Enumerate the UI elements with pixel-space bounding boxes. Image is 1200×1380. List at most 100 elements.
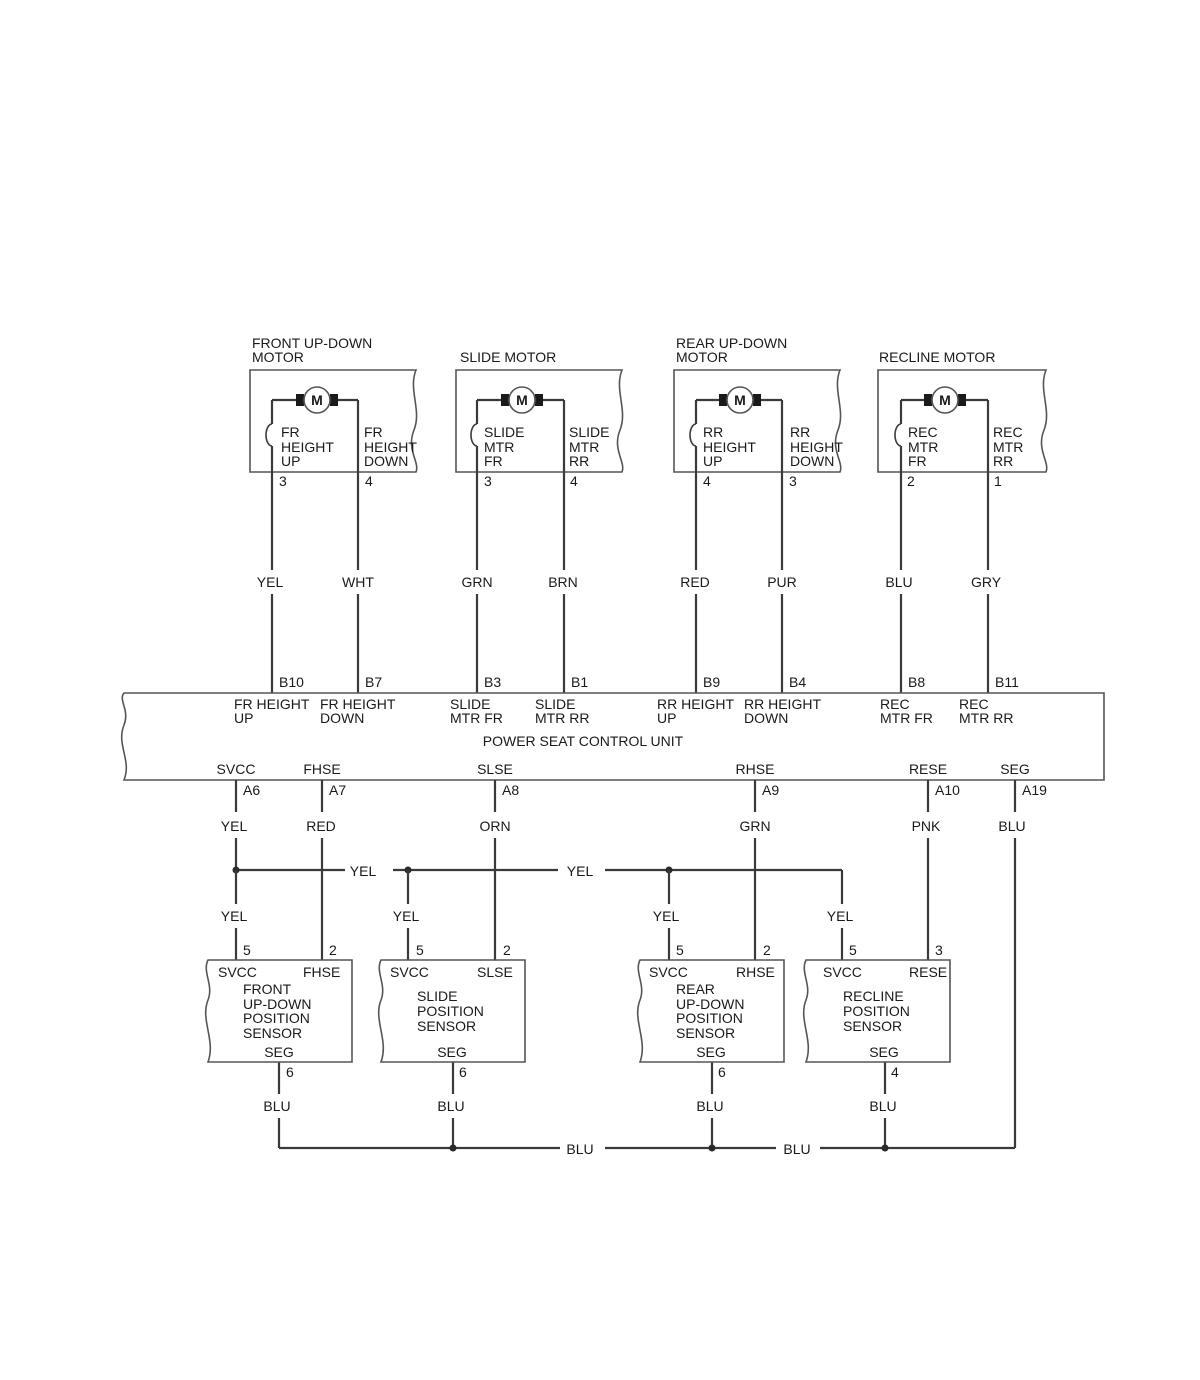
wire-color: YEL — [221, 908, 248, 924]
svg-text:SLSE: SLSE — [477, 964, 513, 980]
pin-number: 2 — [503, 942, 511, 958]
sensor-name: SENSOR — [417, 1018, 476, 1034]
svg-text:UP: UP — [703, 453, 722, 469]
svg-text:RR HEIGHT: RR HEIGHT — [744, 696, 821, 712]
terminal-id: A9 — [762, 782, 779, 798]
thermal-breaker-icon — [894, 423, 902, 447]
terminal-id: B8 — [908, 674, 925, 690]
svg-text:SVCC: SVCC — [390, 964, 429, 980]
svg-text:REC: REC — [959, 696, 989, 712]
svg-text:M: M — [311, 392, 323, 408]
svg-text:SVCC: SVCC — [649, 964, 688, 980]
pin-number: 4 — [703, 473, 711, 489]
wire-color: YEL — [257, 574, 284, 590]
sensor-housing — [204, 959, 353, 1063]
pin-number: 4 — [570, 473, 578, 489]
svg-text:REC: REC — [993, 424, 1023, 440]
sensor-name: POSITION — [417, 1003, 484, 1019]
motor-title: REAR UP-DOWN — [676, 335, 787, 351]
svg-text:RR: RR — [569, 453, 589, 469]
wire-color: YEL — [653, 908, 680, 924]
svg-text:MTR FR: MTR FR — [880, 710, 933, 726]
sensor-housing — [802, 959, 951, 1063]
wire-color: GRN — [739, 818, 770, 834]
svg-text:M: M — [516, 392, 528, 408]
svg-text:RHSE: RHSE — [736, 761, 775, 777]
sensor-recline: 5 3 SVCC RESE RECLINE POSITION SENSOR SE… — [802, 942, 951, 1080]
junction-dot — [881, 1144, 889, 1152]
terminal-id: B9 — [703, 674, 720, 690]
motor-icon — [508, 386, 536, 414]
svg-text:SVCC: SVCC — [217, 761, 256, 777]
terminal-id: B11 — [995, 674, 1019, 690]
terminal-id: A19 — [1022, 782, 1047, 798]
svg-text:M: M — [734, 392, 746, 408]
svg-text:HEIGHT: HEIGHT — [281, 439, 334, 455]
svg-text:FR: FR — [281, 424, 300, 440]
sensor-name: POSITION — [676, 1010, 743, 1026]
motor-housing — [455, 369, 624, 473]
motor-housing — [877, 369, 1048, 473]
terminal-id: B4 — [789, 674, 806, 690]
svg-text:M: M — [939, 392, 951, 408]
lower-wiring: YEL RED ORN GRN PNK BLU YEL YEL YEL — [221, 780, 1026, 1157]
svg-text:RR: RR — [993, 453, 1013, 469]
svg-text:RR: RR — [790, 424, 810, 440]
svg-text:SEG: SEG — [869, 1044, 899, 1060]
pin-number: 3 — [935, 942, 943, 958]
svg-text:RHSE: RHSE — [736, 964, 775, 980]
pin-number: 5 — [676, 942, 684, 958]
terminal-id: A6 — [243, 782, 260, 798]
svg-text:UP: UP — [234, 710, 253, 726]
svg-text:MTR: MTR — [993, 439, 1023, 455]
svg-text:MTR FR: MTR FR — [450, 710, 503, 726]
svg-text:RESE: RESE — [909, 761, 947, 777]
pin-number: 3 — [279, 473, 287, 489]
terminal-id: B1 — [571, 674, 588, 690]
wire-color: BLU — [885, 574, 912, 590]
wire-color: YEL — [393, 908, 420, 924]
svg-text:SVCC: SVCC — [218, 964, 257, 980]
svg-text:UP: UP — [281, 453, 300, 469]
thermal-breaker-icon — [265, 423, 273, 447]
svg-text:RESE: RESE — [909, 964, 947, 980]
svg-text:HEIGHT: HEIGHT — [790, 439, 843, 455]
svg-text:SLIDE: SLIDE — [484, 424, 524, 440]
wire-color: BLU — [437, 1098, 464, 1114]
svg-text:DOWN: DOWN — [790, 453, 834, 469]
terminal-id: B7 — [365, 674, 382, 690]
pin-number: 2 — [763, 942, 771, 958]
svg-text:FR: FR — [364, 424, 383, 440]
wire-color: BLU — [869, 1098, 896, 1114]
motor-title: MOTOR — [676, 349, 728, 365]
sensor-name: POSITION — [843, 1003, 910, 1019]
motor-slide: SLIDE MOTOR M SLIDE MTR FR SLIDE MTR RR … — [455, 349, 624, 693]
pin-number: 5 — [416, 942, 424, 958]
pin-number: 2 — [907, 473, 915, 489]
wire-color: ORN — [479, 818, 510, 834]
sensor-name: SENSOR — [243, 1025, 302, 1041]
svg-text:MTR RR: MTR RR — [535, 710, 589, 726]
svg-text:FHSE: FHSE — [303, 964, 340, 980]
thermal-breaker-icon — [689, 423, 697, 447]
pin-number: 6 — [286, 1064, 294, 1080]
junction-dot — [708, 1144, 716, 1152]
svg-text:SLIDE: SLIDE — [569, 424, 609, 440]
pin-number: 6 — [459, 1064, 467, 1080]
motor-housing — [249, 369, 418, 473]
wire-color: BLU — [263, 1098, 290, 1114]
wire-color: YEL — [567, 863, 594, 879]
pin-number: 4 — [891, 1064, 899, 1080]
pin-number: 4 — [365, 473, 373, 489]
svg-text:RR: RR — [703, 424, 723, 440]
sensor-name: SENSOR — [676, 1025, 735, 1041]
control-unit-box — [120, 692, 1105, 781]
sensor-name: SLIDE — [417, 988, 457, 1004]
terminal-id: A8 — [502, 782, 519, 798]
wire-color: YEL — [221, 818, 248, 834]
sensor-housing — [377, 959, 526, 1063]
wire-color: BRN — [548, 574, 578, 590]
motor-icon — [726, 386, 754, 414]
sensor-front-up-down: 5 2 SVCC FHSE FRONT UP-DOWN POSITION SEN… — [204, 942, 353, 1080]
power-seat-control-unit: FR HEIGHT UP FR HEIGHT DOWN SLIDE MTR FR… — [120, 692, 1105, 798]
